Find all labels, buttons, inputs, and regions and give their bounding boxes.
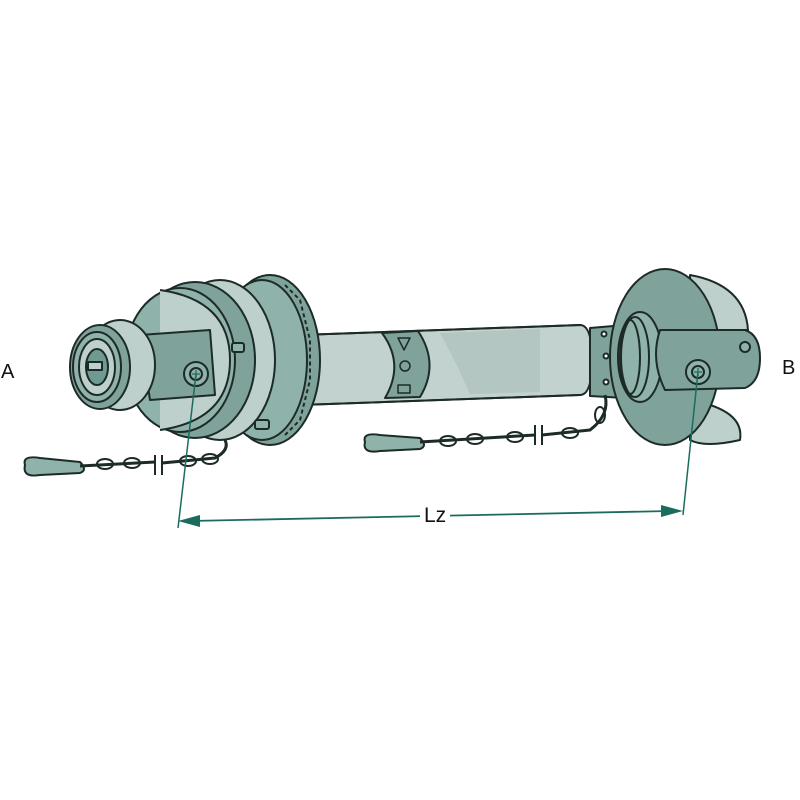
extension-line-a xyxy=(177,373,197,529)
dimension-lz-label: Lz xyxy=(420,505,451,526)
chain-a xyxy=(23,439,228,477)
splined-hub xyxy=(69,319,156,411)
hazard-pictogram-icon xyxy=(399,360,411,372)
guard-tube xyxy=(299,324,593,406)
extension-line-b xyxy=(682,371,699,516)
arrowhead-left-icon xyxy=(178,515,200,527)
manual-pictogram-icon xyxy=(397,384,411,394)
end-a-label: A xyxy=(1,361,15,383)
warning-decal xyxy=(381,330,431,399)
yoke-b xyxy=(655,329,761,391)
arrowhead-right-icon xyxy=(661,505,683,517)
warning-triangle-icon xyxy=(397,337,411,351)
chain-b xyxy=(363,394,608,453)
end-b-label: B xyxy=(782,357,796,379)
